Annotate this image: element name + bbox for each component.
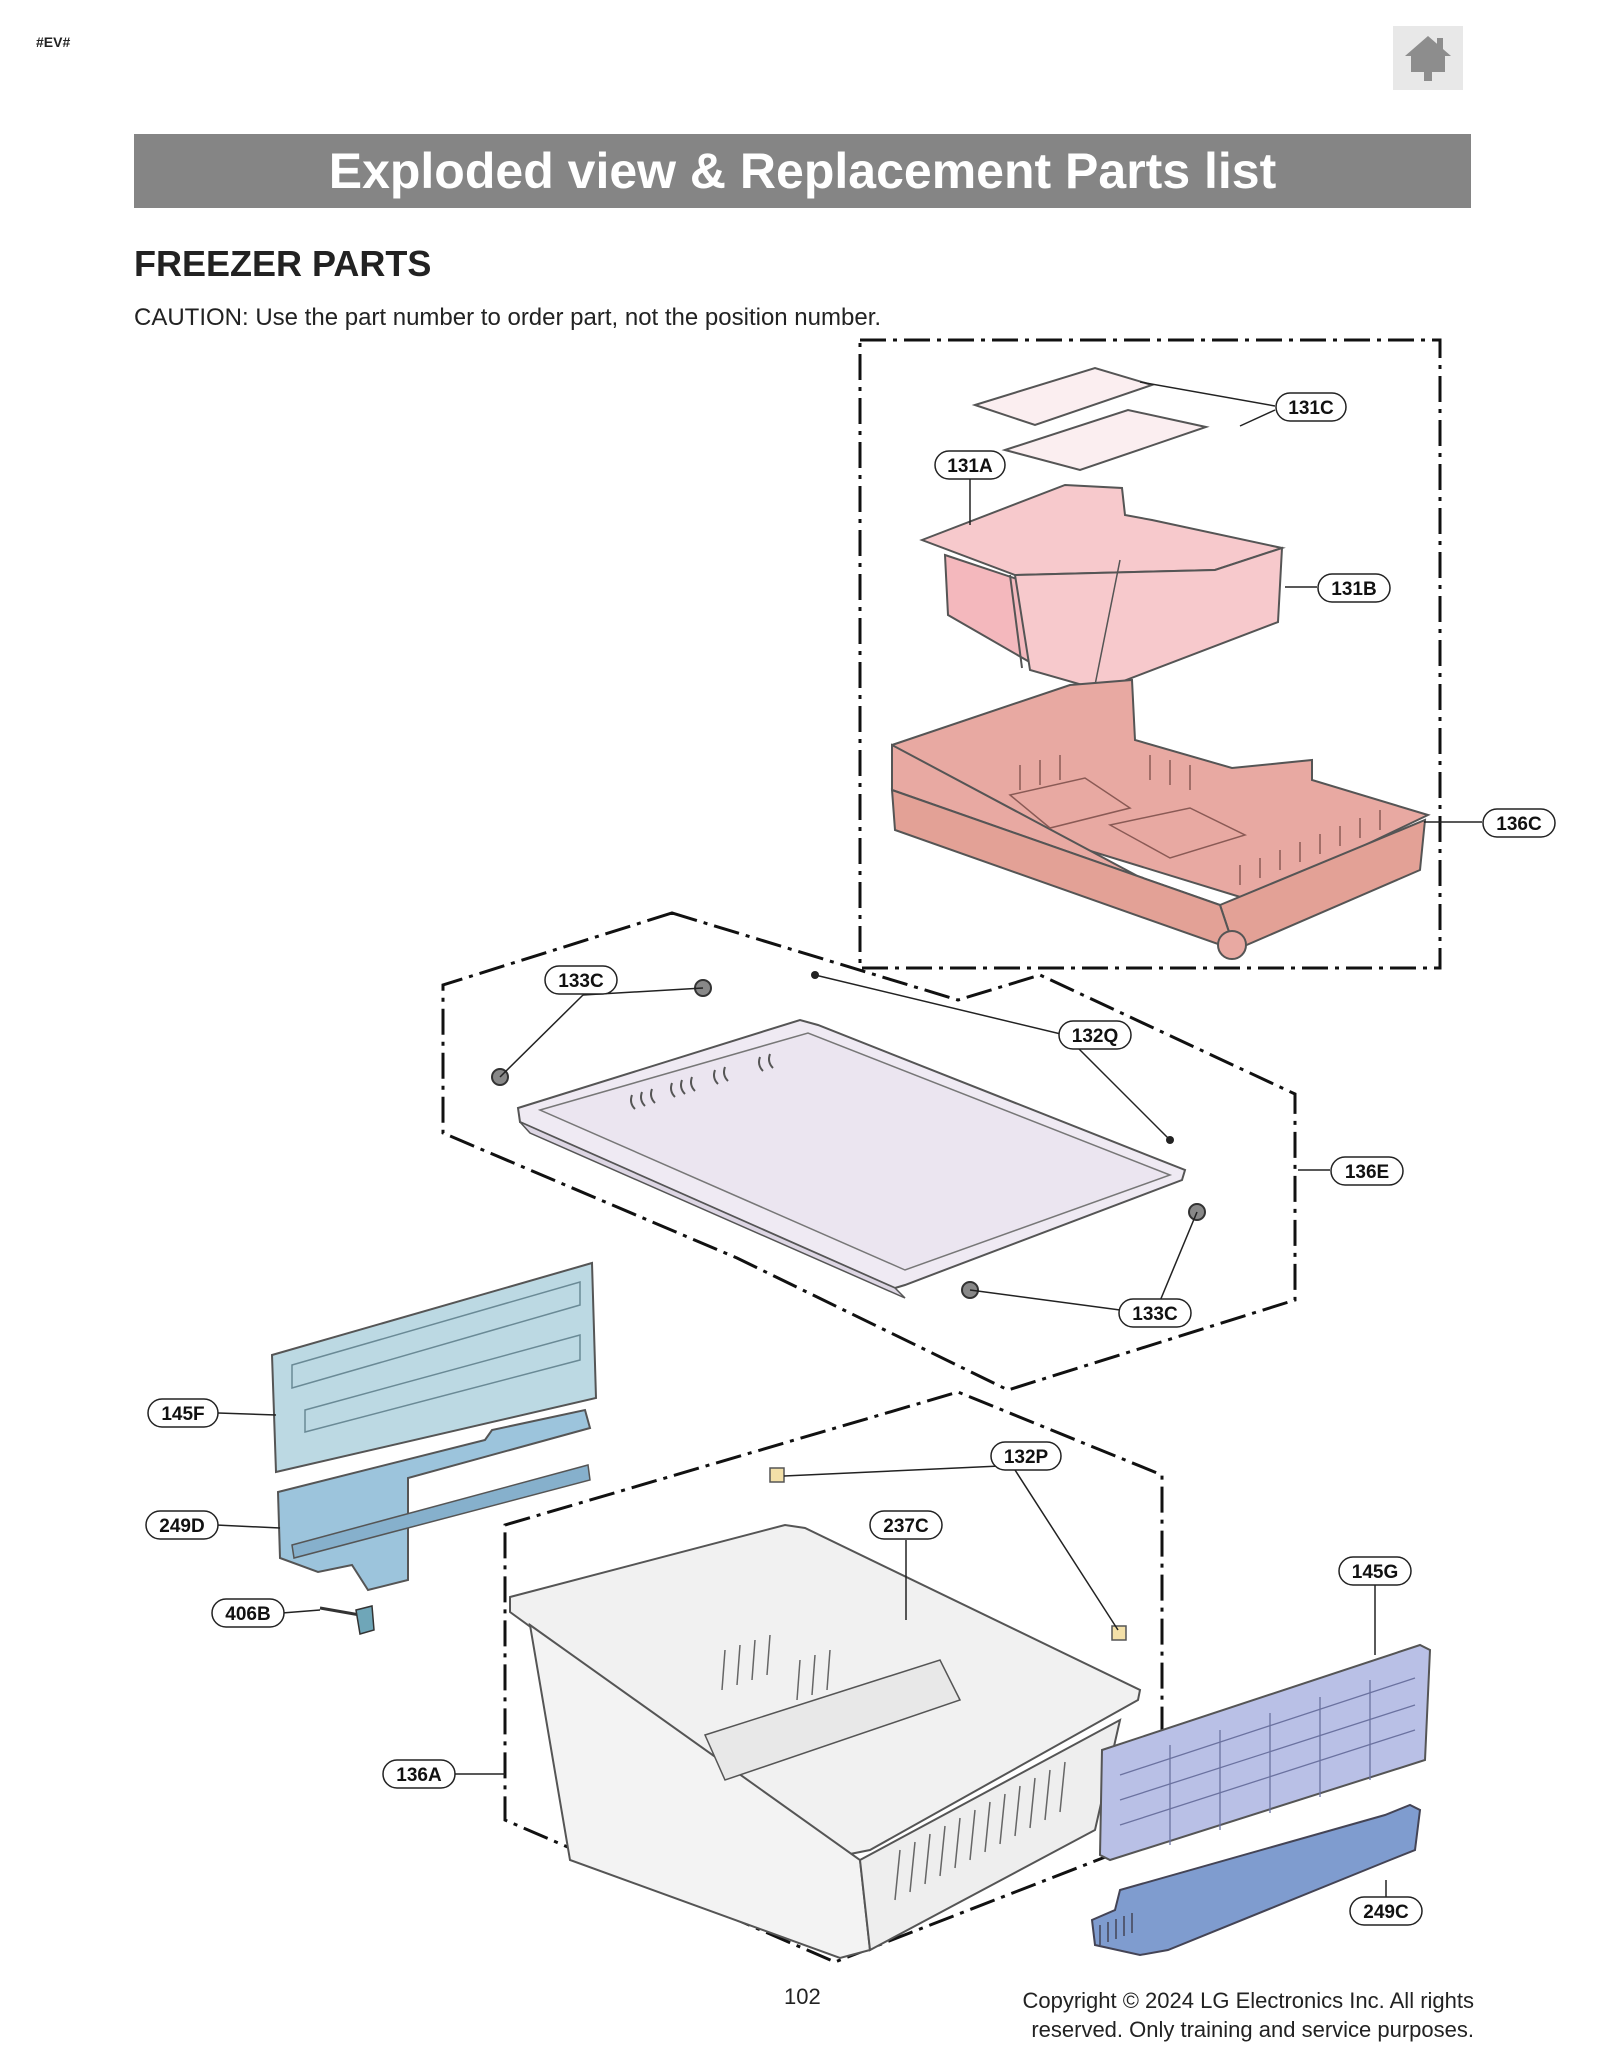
part-145f-cover xyxy=(270,1261,598,1474)
svg-text:131A: 131A xyxy=(947,456,993,477)
svg-text:237C: 237C xyxy=(883,1516,929,1537)
boundary-tray xyxy=(441,911,1297,1392)
part-406b-sensor xyxy=(319,1605,375,1635)
part-249d-rail xyxy=(276,1408,592,1592)
part-132p-pads xyxy=(769,1467,1127,1641)
part-136e-tray xyxy=(516,1018,1187,1299)
svg-text:133C: 133C xyxy=(1132,1304,1178,1325)
svg-text:249D: 249D xyxy=(159,1516,204,1537)
callout-133c-top: 133C xyxy=(544,965,618,995)
part-131b-upper-bin xyxy=(919,483,1286,692)
svg-text:132Q: 132Q xyxy=(1072,1026,1118,1047)
svg-text:406B: 406B xyxy=(225,1604,270,1625)
callout-145f: 145F xyxy=(147,1398,219,1428)
page-banner-title: Exploded view & Replacement Parts list xyxy=(134,134,1471,208)
callout-406b: 406B xyxy=(211,1598,285,1628)
callout-136a: 136A xyxy=(382,1759,456,1789)
svg-text:131B: 131B xyxy=(1331,579,1376,600)
page-number: 102 xyxy=(784,1984,821,2009)
svg-text:133C: 133C xyxy=(558,971,604,992)
boundary-basket xyxy=(503,1390,1164,1964)
callout-249d: 249D xyxy=(145,1510,219,1540)
callout-131b: 131B xyxy=(1317,573,1391,603)
home-button[interactable] xyxy=(1393,26,1463,90)
part-136c-drawer xyxy=(890,678,1431,960)
boundary-upper-drawer xyxy=(858,338,1442,970)
callout-131c: 131C xyxy=(1275,392,1347,422)
caution-note: CAUTION: Use the part number to order pa… xyxy=(134,304,882,331)
callout-145g: 145G xyxy=(1338,1556,1412,1586)
part-145g-cover xyxy=(1098,1643,1432,1862)
svg-text:145F: 145F xyxy=(161,1404,204,1425)
part-131c-trays xyxy=(971,366,1210,472)
part-249c-rail xyxy=(1090,1803,1422,1957)
copyright-notice: Copyright © 2024 LG Electronics Inc. All… xyxy=(940,1986,1474,2044)
part-136a-basket xyxy=(509,1523,1142,1960)
svg-text:132P: 132P xyxy=(1004,1447,1049,1468)
svg-text:249C: 249C xyxy=(1363,1902,1409,1923)
svg-text:131C: 131C xyxy=(1288,398,1334,419)
svg-text:136C: 136C xyxy=(1496,814,1542,835)
copyright-line-1: Copyright © 2024 LG Electronics Inc. All… xyxy=(1022,1988,1474,2013)
callout-132q: 132Q xyxy=(1058,1020,1132,1050)
callout-132p: 132P xyxy=(990,1441,1062,1471)
svg-text:136A: 136A xyxy=(396,1765,442,1786)
svg-text:136E: 136E xyxy=(1345,1162,1389,1183)
callout-133c-bottom: 133C xyxy=(1118,1298,1192,1328)
callout-237c: 237C xyxy=(869,1510,943,1540)
callout-249c: 249C xyxy=(1349,1896,1423,1926)
callout-131a: 131A xyxy=(934,450,1006,480)
leader-lines xyxy=(215,381,1482,1920)
document-tag: #EV# xyxy=(36,34,71,50)
home-icon xyxy=(1405,36,1451,81)
svg-text:145G: 145G xyxy=(1352,1562,1398,1583)
callout-136e: 136E xyxy=(1330,1156,1404,1186)
section-title: FREEZER PARTS xyxy=(134,243,432,284)
copyright-line-2: reserved. Only training and service purp… xyxy=(1031,2017,1474,2042)
callout-136c: 136C xyxy=(1482,808,1556,838)
